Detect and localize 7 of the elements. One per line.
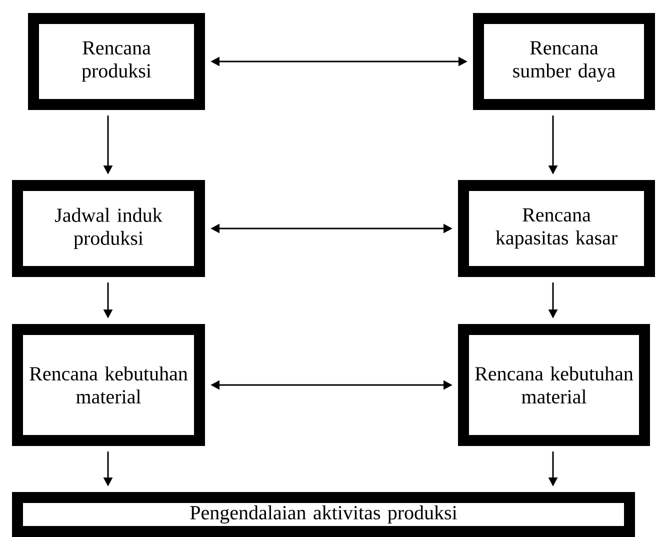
process-box: Rencana produksi <box>28 13 205 110</box>
process-box: Rencana kebutuhan material <box>458 324 650 446</box>
process-box: Jadwal induk produksi <box>12 180 205 277</box>
process-box: Rencana kapasitas kasar <box>458 180 655 277</box>
process-box: Pengendalaian aktivitas produksi <box>12 492 635 537</box>
process-box: Rencana sumber daya <box>473 13 655 110</box>
process-box: Rencana kebutuhan material <box>12 324 205 446</box>
